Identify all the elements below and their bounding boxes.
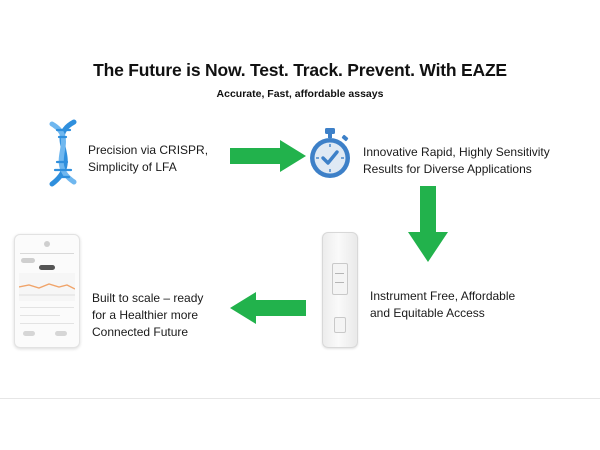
step-precision-line-2: Simplicity of LFA: [88, 160, 177, 174]
dna-icon: [49, 119, 77, 187]
step-precision-line-1: Precision via CRISPR,: [88, 143, 209, 157]
bottom-divider: [0, 398, 600, 399]
diagram-title: The Future is Now. Test. Track. Prevent.…: [93, 60, 507, 80]
arrow-down-icon: [408, 186, 448, 262]
step-rapid-line-2: Results for Diverse Applications: [363, 162, 532, 176]
step-scale-text: Built to scale – ready for a Healthier m…: [92, 290, 203, 341]
step-access-line-2: and Equitable Access: [370, 306, 485, 320]
step-scale-line-3: Connected Future: [92, 325, 189, 339]
cassette-result-window: [332, 263, 348, 295]
stopwatch-icon: [310, 128, 350, 178]
step-precision-text: Precision via CRISPR, Simplicity of LFA: [88, 142, 208, 176]
phone-camera-dot: [44, 241, 50, 247]
step-rapid-line-1: Innovative Rapid, Highly Sensitivity: [363, 145, 550, 159]
step-access-line-1: Instrument Free, Affordable: [370, 289, 516, 303]
phone-chart-icon: [19, 273, 75, 301]
step-scale-line-2: for a Healthier more: [92, 308, 199, 322]
arrow-right-icon: [230, 140, 306, 172]
test-cassette-icon: [322, 232, 358, 348]
diagram-subtitle: Accurate, Fast, affordable assays: [216, 88, 384, 100]
step-rapid-text: Innovative Rapid, Highly Sensitivity Res…: [363, 144, 550, 178]
arrow-left-icon: [230, 292, 306, 324]
phone-app-icon: [14, 234, 80, 348]
cassette-sample-well: [334, 317, 346, 333]
step-access-text: Instrument Free, Affordable and Equitabl…: [370, 288, 515, 322]
step-scale-line-1: Built to scale – ready: [92, 291, 204, 305]
